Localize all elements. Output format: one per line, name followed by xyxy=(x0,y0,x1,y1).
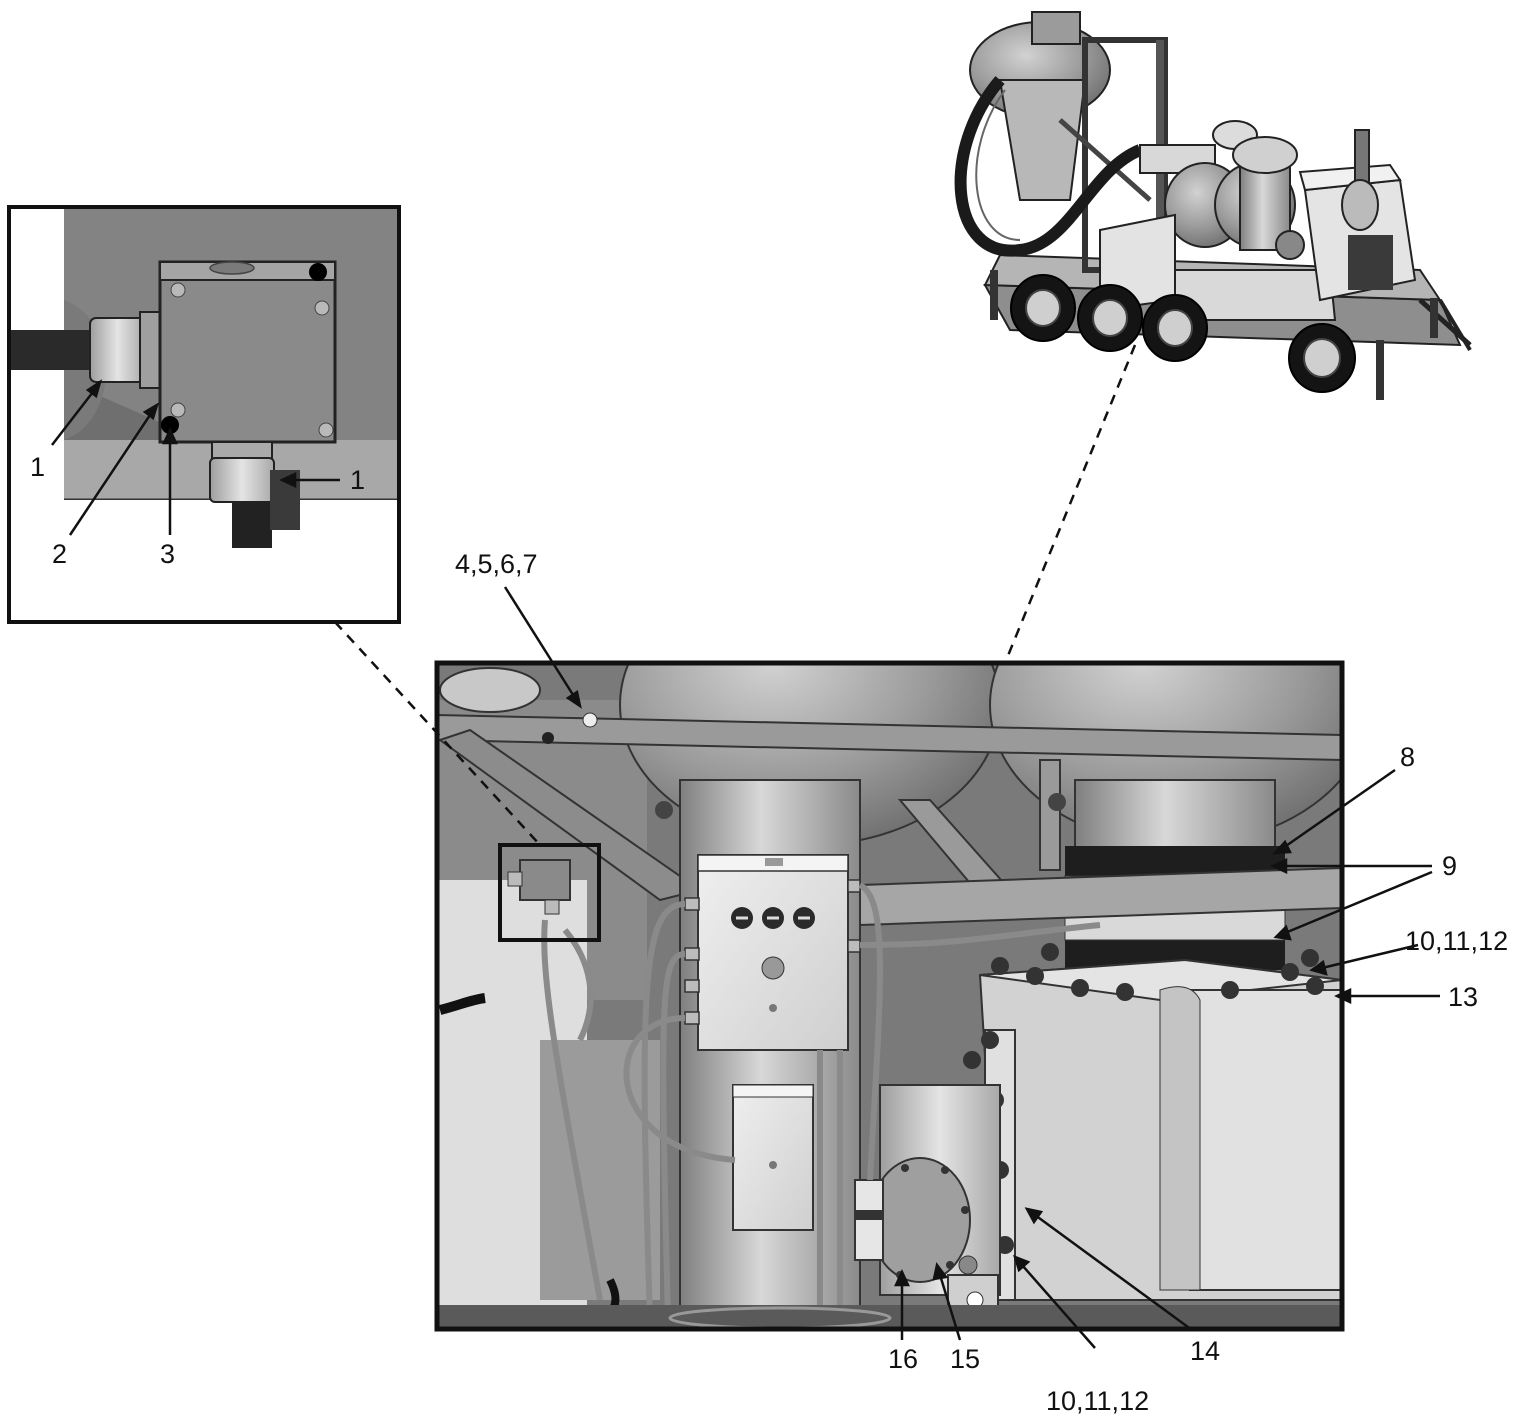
callout-13: 13 xyxy=(1448,982,1478,1012)
overview-connector-line xyxy=(1003,344,1137,664)
callout-14: 14 xyxy=(1190,1336,1220,1366)
junction-box-highlight xyxy=(498,843,601,942)
callout-2: 2 xyxy=(52,539,67,569)
callout-9: 9 xyxy=(1442,851,1457,881)
callout-4-5-6-7: 4,5,6,7 xyxy=(455,549,538,579)
callout-10-11-12-top: 10,11,12 xyxy=(1405,926,1508,956)
junction-box-detail-inset xyxy=(7,205,401,624)
callout-1-cable-gland-bottom: 1 xyxy=(350,465,365,495)
callout-16: 16 xyxy=(888,1344,918,1374)
inset-connector-line xyxy=(334,621,541,846)
callout-1-cable-gland-left: 1 xyxy=(30,452,45,482)
callout-15: 15 xyxy=(950,1344,980,1374)
callout-8: 8 xyxy=(1400,742,1415,772)
main-detail-view xyxy=(434,660,1345,1332)
callout-10-11-12-bottom: 10,11,12 xyxy=(1046,1386,1149,1416)
trailer-overview-illustration xyxy=(954,11,1472,400)
callout-3: 3 xyxy=(160,539,175,569)
